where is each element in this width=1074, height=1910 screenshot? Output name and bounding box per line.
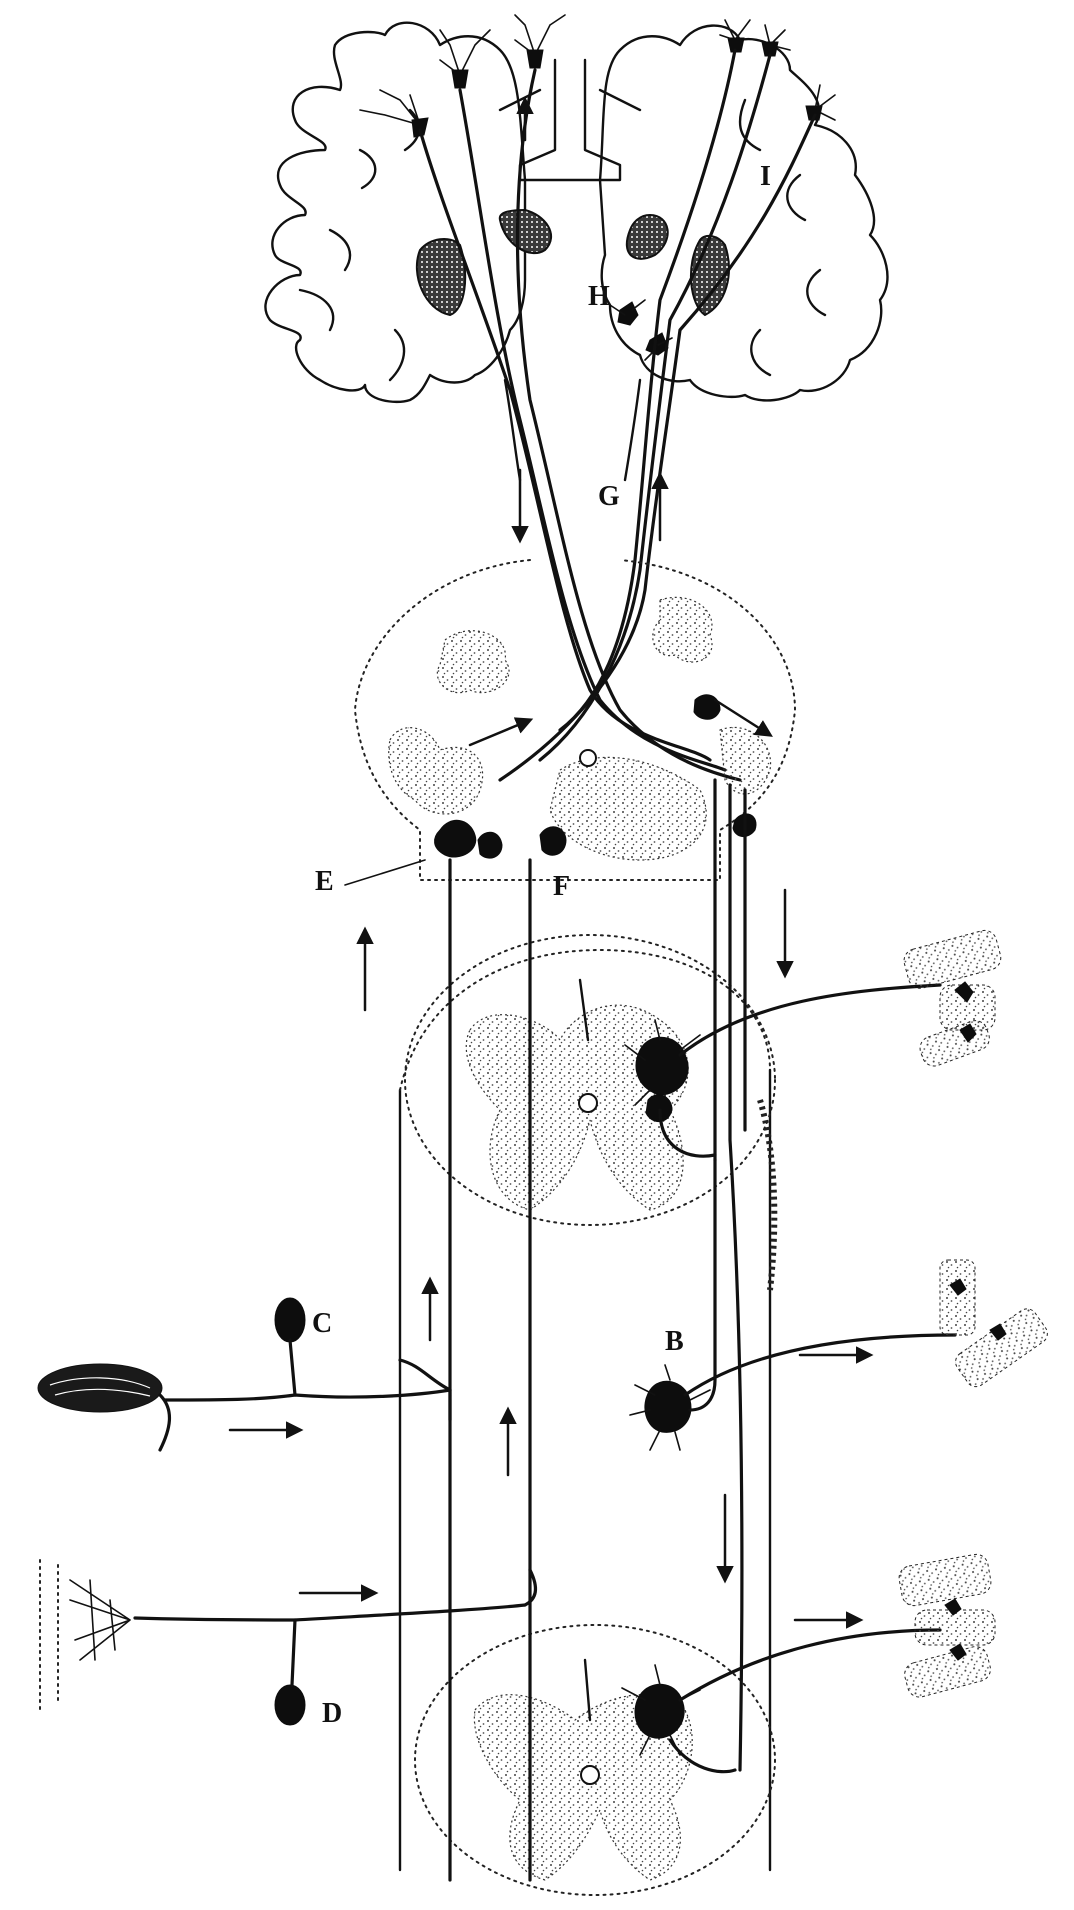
label-e-leader — [344, 859, 426, 886]
label-i: I — [760, 161, 771, 192]
label-d: D — [322, 1698, 342, 1729]
interneuron-b-icon — [629, 1158, 957, 1451]
label-f: F — [553, 871, 570, 902]
muscle-fiber-icon — [898, 1553, 996, 1698]
label-g: G — [598, 481, 620, 512]
direction-arrow-icon — [228, 96, 874, 1629]
skin-receptor-icon — [37, 1363, 172, 1452]
muscle-fiber-icon — [903, 929, 1002, 1067]
motor-neuron-icon — [621, 1628, 942, 1774]
pyramidal-neuron-icon — [359, 14, 836, 138]
spinal-tracts — [448, 778, 747, 1882]
label-h: H — [588, 281, 610, 312]
corticospinal-tract — [418, 48, 817, 782]
sensory-ganglion-icon — [133, 1568, 538, 1726]
medulla-section — [353, 559, 797, 881]
sensory-ganglion-icon — [163, 1297, 452, 1422]
muscle-fiber-icon — [939, 1259, 1048, 1388]
skin-receptor-icon — [39, 1559, 131, 1711]
motor-neuron-icon — [624, 983, 942, 1158]
label-e: E — [315, 866, 334, 897]
diagram-labels: B C D E F G H I — [312, 161, 771, 1729]
spinal-cord — [398, 934, 778, 1896]
thalamic-neuron-icon — [609, 299, 673, 361]
brain-section — [264, 21, 889, 482]
label-b: B — [665, 1326, 684, 1357]
label-c: C — [312, 1308, 332, 1339]
